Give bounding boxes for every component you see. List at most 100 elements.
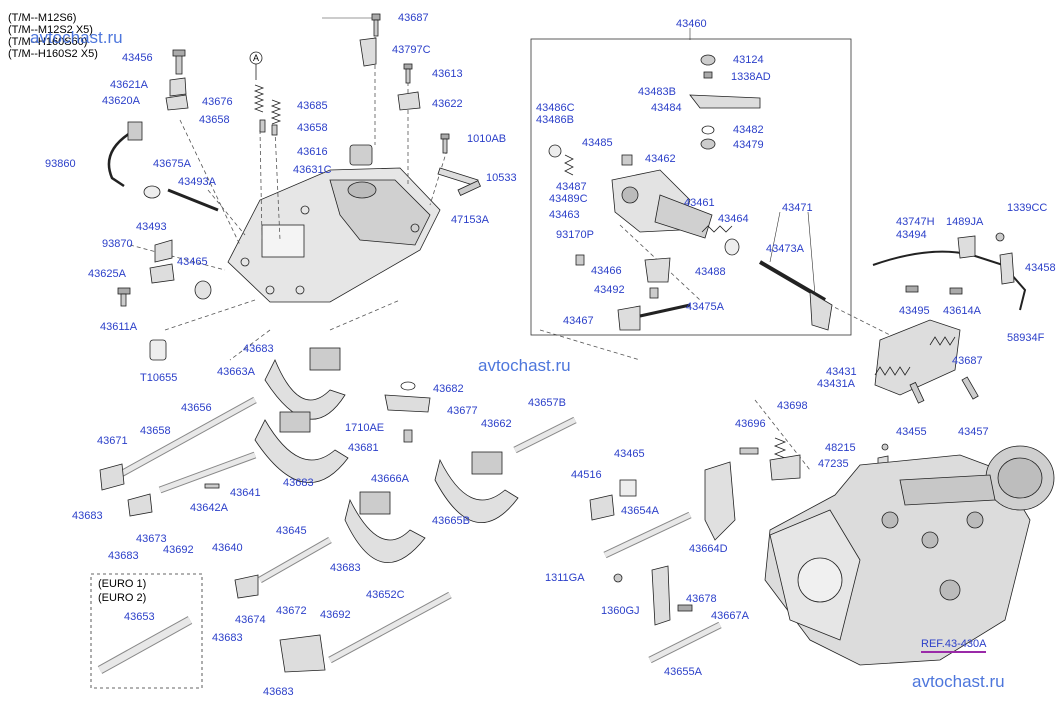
- part-label[interactable]: 43658: [297, 122, 328, 134]
- part-label[interactable]: 43664D: [689, 543, 728, 555]
- part-label[interactable]: 93170P: [556, 229, 594, 241]
- part-label[interactable]: 43682: [433, 383, 464, 395]
- part-label[interactable]: 43657B: [528, 397, 566, 409]
- part-label[interactable]: 43642A: [190, 502, 228, 514]
- part-label[interactable]: 43677: [447, 405, 478, 417]
- part-label[interactable]: 43455: [896, 426, 927, 438]
- part-label[interactable]: 43461: [684, 197, 715, 209]
- part-label[interactable]: 43466: [591, 265, 622, 277]
- reference-link[interactable]: REF.43-430A: [921, 638, 987, 653]
- part-label[interactable]: 43485: [582, 137, 613, 149]
- part-label[interactable]: 1489JA: [946, 216, 984, 228]
- part-label[interactable]: 43492: [594, 284, 625, 296]
- part-label[interactable]: 43653: [124, 611, 155, 623]
- part-label[interactable]: 43673: [136, 533, 167, 545]
- part-label[interactable]: 1338AD: [731, 71, 771, 83]
- part-label[interactable]: 43672: [276, 605, 307, 617]
- part-label[interactable]: 43489C: [549, 193, 588, 205]
- part-label[interactable]: 43658: [140, 425, 171, 437]
- part-label[interactable]: 43692: [320, 609, 351, 621]
- part-label[interactable]: 43467: [563, 315, 594, 327]
- part-label[interactable]: 43676: [202, 96, 233, 108]
- part-label[interactable]: 43665B: [432, 515, 470, 527]
- part-label[interactable]: 43662: [481, 418, 512, 430]
- part-label[interactable]: 43683: [330, 562, 361, 574]
- part-label[interactable]: 10533: [486, 172, 517, 184]
- part-label[interactable]: 43431A: [817, 378, 855, 390]
- part-label[interactable]: 43656: [181, 402, 212, 414]
- part-label[interactable]: 43640: [212, 542, 243, 554]
- part-label[interactable]: 43493: [136, 221, 167, 233]
- part-label[interactable]: 43494: [896, 229, 927, 241]
- part-label[interactable]: 43486B: [536, 114, 574, 126]
- part-label[interactable]: 43613: [432, 68, 463, 80]
- part-label[interactable]: 43681: [348, 442, 379, 454]
- part-label[interactable]: 43683: [72, 510, 103, 522]
- part-label[interactable]: 43645: [276, 525, 307, 537]
- part-label[interactable]: 43692: [163, 544, 194, 556]
- part-label[interactable]: 48215: [825, 442, 856, 454]
- part-label[interactable]: 43675A: [153, 158, 191, 170]
- part-label[interactable]: 43483B: [638, 86, 676, 98]
- part-label[interactable]: 43484: [651, 102, 682, 114]
- part-label[interactable]: 43495: [899, 305, 930, 317]
- part-label[interactable]: 43488: [695, 266, 726, 278]
- part-label[interactable]: 1311GA: [545, 572, 585, 584]
- part-label[interactable]: 43683: [212, 632, 243, 644]
- part-label[interactable]: 1010AB: [467, 133, 507, 145]
- part-label[interactable]: 43641: [230, 487, 261, 499]
- part-label[interactable]: 47235: [818, 458, 849, 470]
- part-label[interactable]: 43622: [432, 98, 463, 110]
- part-label[interactable]: 1339CC: [1007, 202, 1048, 214]
- part-label[interactable]: 43683: [108, 550, 139, 562]
- part-label[interactable]: T10655: [140, 372, 178, 384]
- part-label[interactable]: 43616: [297, 146, 328, 158]
- part-label[interactable]: 43457: [958, 426, 989, 438]
- part-label[interactable]: 43463: [549, 209, 580, 221]
- part-label[interactable]: 43747H: [896, 216, 935, 228]
- part-label[interactable]: 43797C: [392, 44, 431, 56]
- part-label[interactable]: 43473A: [766, 243, 804, 255]
- part-label[interactable]: 43683: [263, 686, 294, 698]
- part-label[interactable]: 43666A: [371, 473, 409, 485]
- part-label[interactable]: 1360GJ: [601, 605, 640, 617]
- part-label[interactable]: 43487: [556, 181, 587, 193]
- part-label[interactable]: 43465: [614, 448, 645, 460]
- part-label[interactable]: 43620A: [102, 95, 140, 107]
- part-label[interactable]: 43674: [235, 614, 266, 626]
- part-label[interactable]: 43462: [645, 153, 676, 165]
- part-label[interactable]: 43431: [826, 366, 857, 378]
- part-label[interactable]: 93860: [45, 158, 76, 170]
- part-label[interactable]: 43124: [733, 54, 764, 66]
- part-label[interactable]: 43683: [243, 343, 274, 355]
- part-label[interactable]: 43671: [97, 435, 128, 447]
- part-label[interactable]: 43464: [718, 213, 749, 225]
- part-label[interactable]: 1710AE: [345, 422, 385, 434]
- part-label[interactable]: 44516: [571, 469, 602, 481]
- part-label[interactable]: 43465: [177, 256, 208, 268]
- part-label[interactable]: 43698: [777, 400, 808, 412]
- part-label[interactable]: 43460: [676, 18, 707, 30]
- part-label[interactable]: 43475A: [686, 301, 724, 313]
- part-label[interactable]: 43678: [686, 593, 717, 605]
- part-label[interactable]: 43652C: [366, 589, 405, 601]
- part-label[interactable]: 43614A: [943, 305, 981, 317]
- part-label[interactable]: 43625A: [88, 268, 126, 280]
- part-label[interactable]: 43655A: [664, 666, 702, 678]
- part-label[interactable]: 58934F: [1007, 332, 1045, 344]
- part-label[interactable]: 43621A: [110, 79, 148, 91]
- part-label[interactable]: 43654A: [621, 505, 659, 517]
- part-label[interactable]: 43493A: [178, 176, 216, 188]
- part-label[interactable]: 43663A: [217, 366, 255, 378]
- part-label[interactable]: 43683: [283, 477, 314, 489]
- part-label[interactable]: 43696: [735, 418, 766, 430]
- part-label[interactable]: 43687: [952, 355, 983, 367]
- part-label[interactable]: 43685: [297, 100, 328, 112]
- part-label[interactable]: 47153A: [451, 214, 489, 226]
- part-label[interactable]: 93870: [102, 238, 133, 250]
- part-label[interactable]: 43611A: [100, 321, 138, 333]
- part-label[interactable]: 43456: [122, 52, 153, 64]
- part-label[interactable]: 43479: [733, 139, 764, 151]
- part-label[interactable]: 43471: [782, 202, 813, 214]
- part-label[interactable]: 43667A: [711, 610, 749, 622]
